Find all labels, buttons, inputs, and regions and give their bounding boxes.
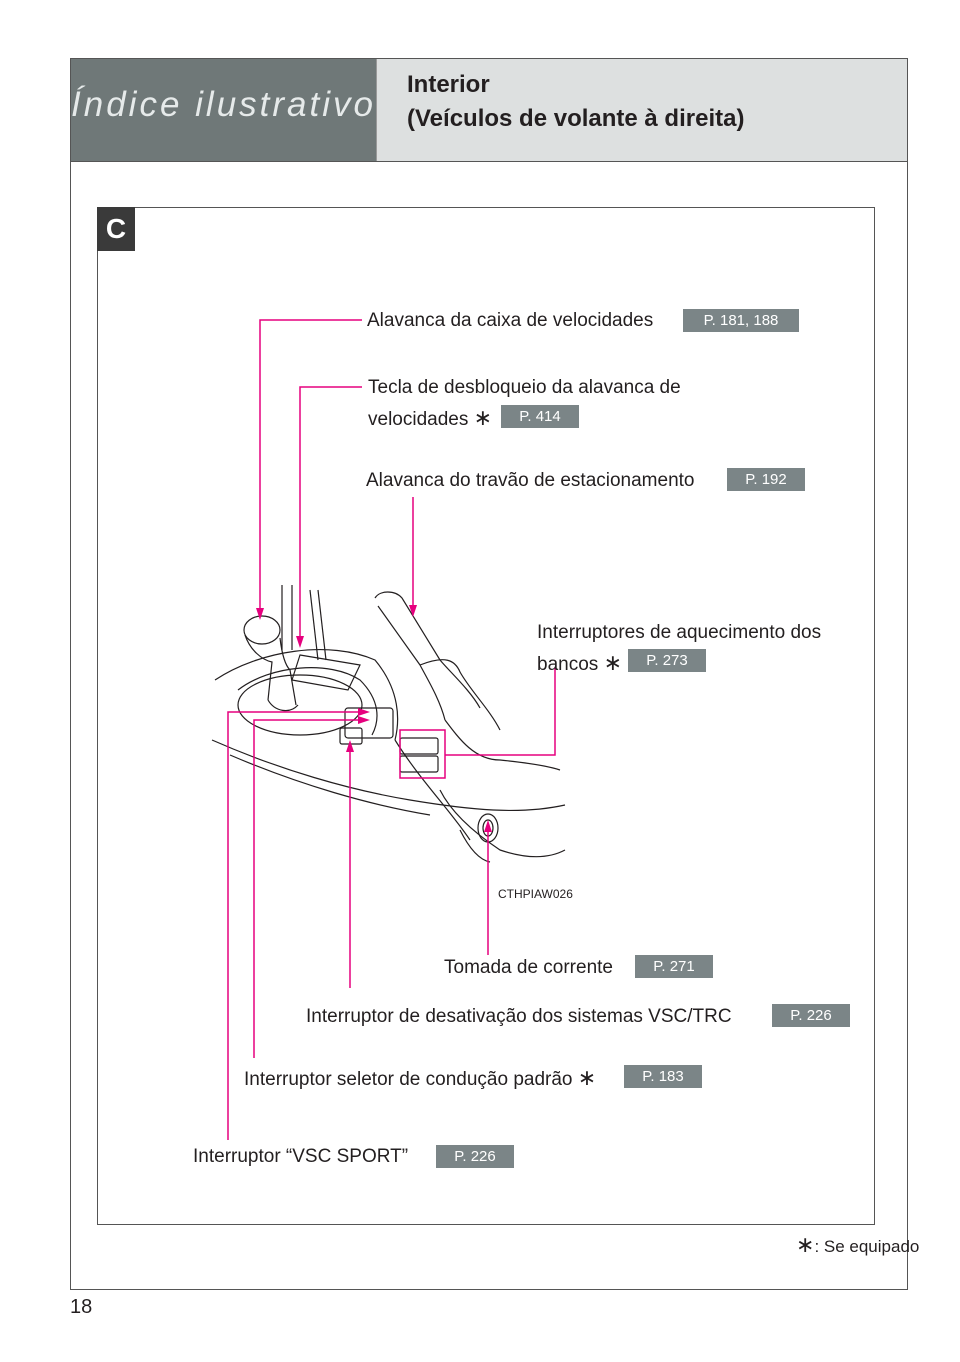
page-header: Interior (Veículos de volante à direita)	[376, 59, 907, 161]
page-ref-seat-heater[interactable]: P. 273	[628, 649, 706, 672]
callout-seat-heater-line2: bancos ∗	[537, 650, 622, 675]
page-ref-parking-brake[interactable]: P. 192	[727, 468, 805, 491]
page-ref-drive-mode[interactable]: P. 183	[624, 1065, 702, 1088]
console-drawing	[211, 585, 566, 863]
callout-vsc-sport: Interruptor “VSC SPORT”	[193, 1146, 409, 1167]
callout-gear-lever: Alavanca da caixa de velocidades	[367, 310, 654, 331]
callout-parking-brake: Alavanca do travão de estacionamento	[366, 470, 695, 491]
page-title-line2: (Veículos de volante à direita)	[407, 105, 745, 132]
callout-vsc-trc-off: Interruptor de desativação dos sistemas …	[306, 1006, 732, 1027]
section-title: Índice ilustrativo	[71, 85, 376, 124]
page-ref-vsc-sport[interactable]: P. 226	[436, 1145, 514, 1168]
illustration-panel	[97, 207, 875, 1225]
page-ref-vsc-trc-off[interactable]: P. 226	[772, 1004, 850, 1027]
header-divider	[71, 161, 907, 162]
callout-power-outlet: Tomada de corrente	[444, 957, 613, 978]
callout-shift-lock-line1: Tecla de desbloqueio da alavanca de	[368, 377, 681, 398]
asterisk-mark: ∗	[796, 1232, 815, 1257]
page-ref-power-outlet[interactable]: P. 271	[635, 955, 713, 978]
footnote: ∗: Se equipado	[796, 1232, 920, 1257]
section-tab: Índice ilustrativo	[71, 59, 376, 161]
page-number: 18	[70, 1296, 93, 1318]
image-code: CTHPIAW026	[498, 887, 573, 901]
asterisk-mark: ∗	[473, 405, 493, 430]
page-ref-gear-lever[interactable]: P. 181, 188	[683, 309, 799, 332]
callout-drive-mode: Interruptor seletor de condução padrão ∗	[244, 1065, 597, 1090]
callout-shift-lock-line2: velocidades ∗	[368, 405, 493, 430]
callout-seat-heater-line1: Interruptores de aquecimento dos	[537, 622, 822, 643]
panel-badge: C	[97, 207, 135, 251]
page-ref-shift-lock[interactable]: P. 414	[501, 405, 579, 428]
asterisk-mark: ∗	[603, 650, 622, 675]
asterisk-mark: ∗	[577, 1065, 597, 1090]
page-frame	[70, 58, 908, 1290]
callout-lines	[227, 319, 556, 1140]
page-title-line1: Interior	[407, 71, 490, 98]
